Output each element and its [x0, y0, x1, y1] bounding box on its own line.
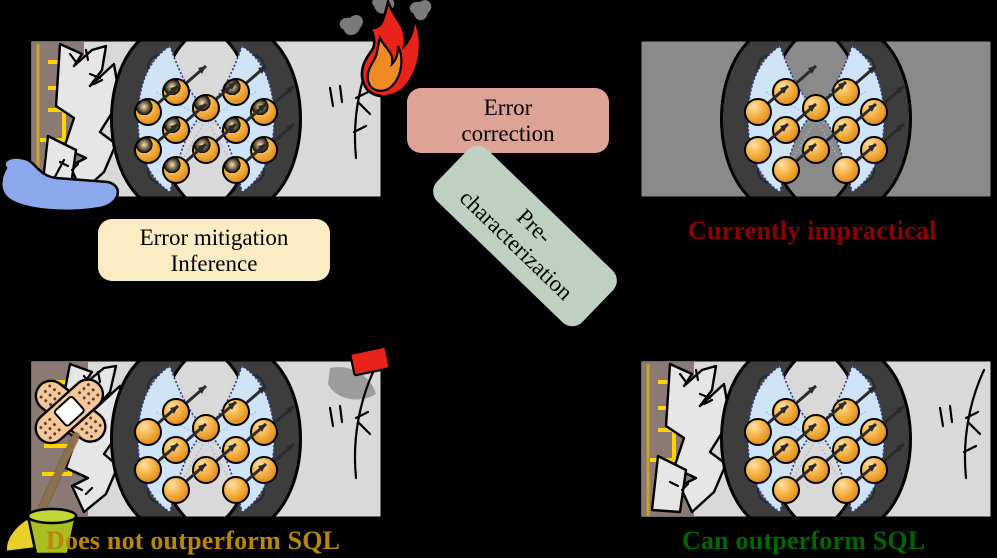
extinguished-flame-icon [349, 345, 391, 377]
flame-icon [339, 0, 432, 98]
mop-icon [4, 431, 81, 554]
qubit [744, 64, 905, 184]
device-panel-bottom-right [640, 360, 992, 518]
flame-shape [360, 0, 422, 98]
label-error-mitigation-line1: Error mitigation [139, 225, 289, 251]
label-error-correction-line1: Error [483, 94, 533, 120]
caption-currently-impractical: Currently impractical [688, 216, 937, 245]
device-panel-top-left [30, 40, 382, 198]
label-error-correction-line2: correction [461, 120, 555, 146]
crack-icon [650, 362, 732, 514]
device-panel-top-right [640, 40, 992, 198]
label-pre-characterization[interactable]: Pre- characterization [427, 139, 623, 333]
label-error-correction[interactable]: Error correction [407, 88, 609, 153]
caption-does-not-outperform-sql: Does not outperform SQL [46, 526, 341, 555]
bucket-icon [26, 507, 78, 554]
label-pre-characterization-line2: characterization [454, 184, 578, 305]
qubit [744, 384, 905, 504]
caption-can-outperform-sql: Can outperform SQL [682, 526, 926, 555]
soot-icon [328, 367, 376, 400]
qubit [134, 384, 295, 504]
qubit [134, 64, 295, 184]
water-spill-icon [0, 156, 120, 213]
label-error-mitigation-line2: Inference [170, 251, 258, 276]
bandage-icon [34, 378, 107, 445]
label-error-mitigation[interactable]: Error mitigation Inference [98, 219, 330, 281]
